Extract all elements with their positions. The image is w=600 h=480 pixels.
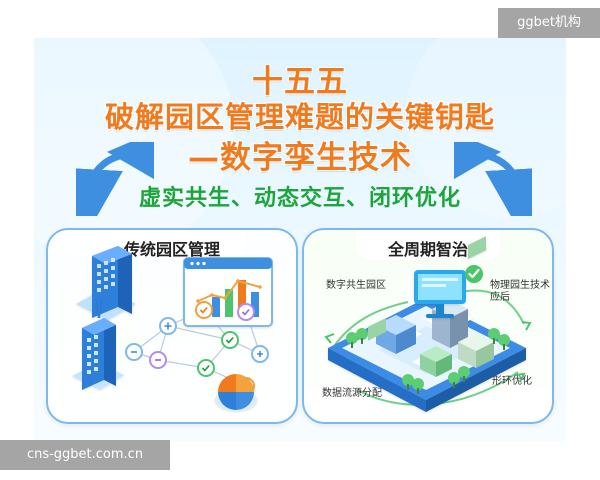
check-icon	[465, 265, 483, 283]
main-title-line-3: —数字孪生技术	[188, 140, 412, 176]
monitor-icon	[414, 270, 466, 318]
pie-chart-icon	[215, 374, 257, 411]
data-flow-label: 数据流源分配	[322, 388, 382, 399]
left-curved-arrow-icon	[76, 142, 154, 216]
left-panel-title: 传统园区管理	[123, 240, 220, 259]
building-icon	[76, 246, 136, 320]
traditional-management-illustration	[72, 246, 273, 411]
subtitle: 虚实共生、动态交互、闭环优化	[138, 186, 461, 211]
poster-image: 十五五 破解园区管理难题的关键钥匙 —数字孪生技术 虚实共生、动态交互、闭环优化	[34, 38, 566, 442]
smart-governance-illustration	[324, 236, 532, 412]
physical-tech-label: 物理园生技术 应后	[490, 280, 550, 304]
optimization-label: 形环优化	[492, 376, 532, 387]
traditional-park-management-panel: 传统园区管理	[46, 228, 298, 424]
physical-tech-label-text: 物理园生技术 应后	[490, 280, 550, 303]
tower-icon	[72, 298, 124, 390]
main-title-line-2: 破解园区管理难题的关键钥匙	[104, 100, 495, 134]
digital-park-label: 数字共生园区	[326, 280, 386, 291]
right-panel-title: 全周期智治	[387, 240, 468, 259]
tree-icon	[346, 328, 510, 394]
bottom-left-watermark: cns-ggbet.com.cn	[0, 440, 170, 470]
full-lifecycle-governance-panel: 全周期智治	[302, 228, 554, 424]
main-title-line-1: 十五五	[252, 64, 348, 100]
top-right-watermark: ggbet机构	[498, 8, 600, 38]
right-curved-arrow-icon	[454, 142, 532, 216]
